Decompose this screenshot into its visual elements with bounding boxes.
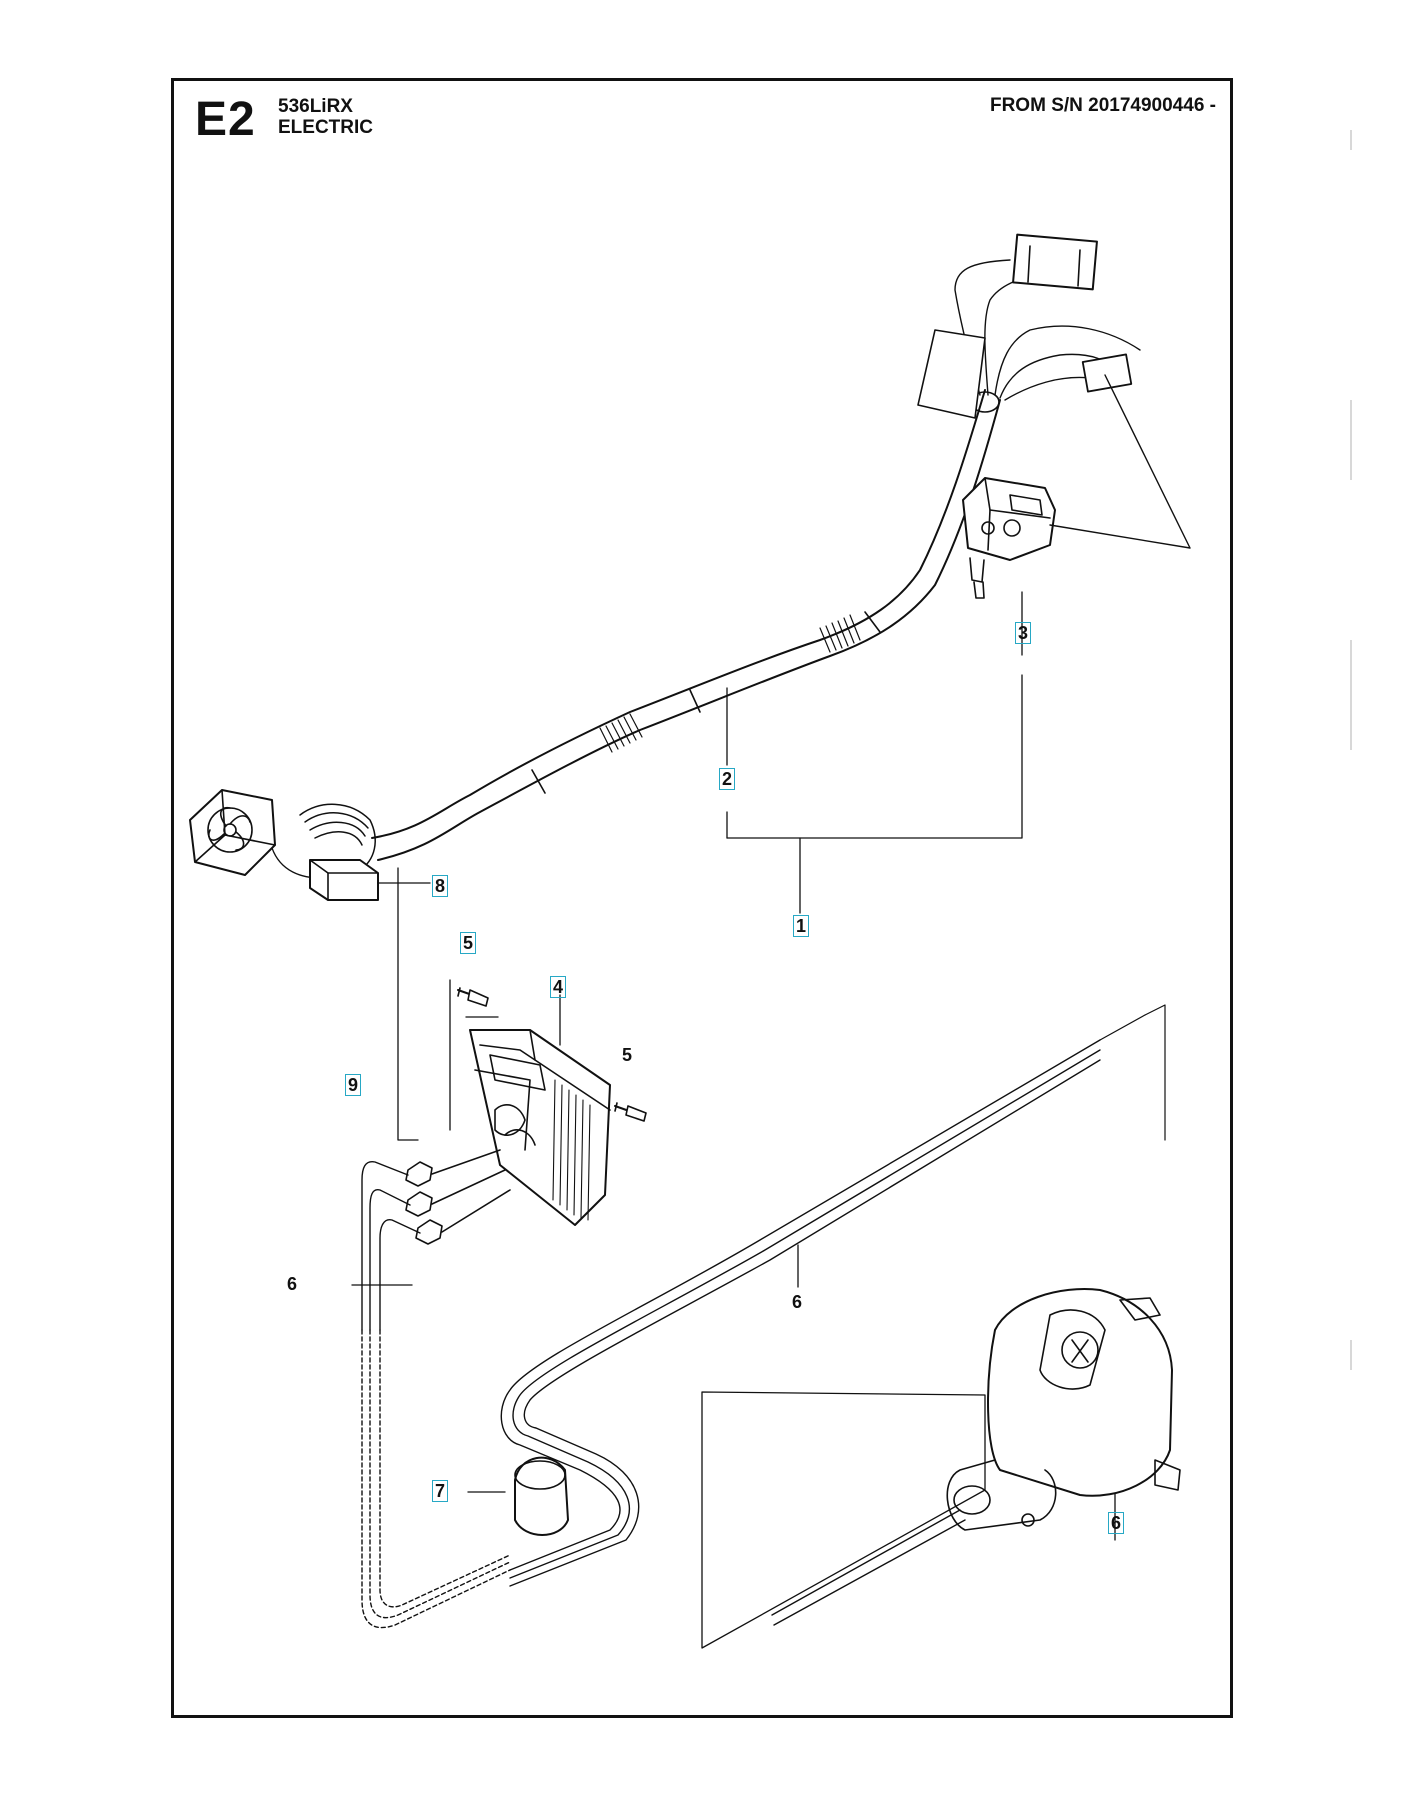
model-name: 536LiRX <box>278 96 353 117</box>
callout-9: 9 <box>345 1074 362 1096</box>
page-edge-mark <box>1350 640 1352 750</box>
callout-4: 4 <box>550 976 567 998</box>
callout-7: 7 <box>432 1480 449 1502</box>
wiring-harness <box>371 233 1141 861</box>
page-edge-mark <box>1350 130 1352 150</box>
switch-connector-leader <box>1049 374 1191 549</box>
ferrite-core <box>514 1456 569 1536</box>
callout-6-motor: 6 <box>1108 1512 1125 1534</box>
callout-2: 2 <box>719 768 736 790</box>
callout-6-center: 6 <box>792 1292 803 1312</box>
control-module <box>469 1029 611 1226</box>
screw-upper <box>457 987 489 1007</box>
callout-5-right: 5 <box>622 1045 633 1065</box>
group-name: ELECTRIC <box>278 117 373 138</box>
trigger-switch <box>962 477 1056 599</box>
page-edge-mark <box>1350 1340 1352 1370</box>
diagram-frame <box>171 78 1233 1718</box>
callout-3: 3 <box>1015 622 1032 644</box>
tape-wrap-lower <box>599 713 643 753</box>
section-code: E2 <box>195 93 256 146</box>
callout-5-upper: 5 <box>460 932 477 954</box>
ground-wires-left <box>361 1161 511 1629</box>
motor-cable <box>500 1004 1166 1587</box>
tape-wrap-upper <box>819 614 861 653</box>
callout-6-left: 6 <box>287 1274 298 1294</box>
terminal-connectors <box>405 1149 511 1245</box>
callout-8: 8 <box>432 875 449 897</box>
cooling-fan <box>189 789 331 879</box>
motor-housing <box>771 1288 1181 1626</box>
callout-1: 1 <box>793 915 810 937</box>
harness-fan-end <box>299 803 379 901</box>
serial-range: FROM S/N 20174900446 - <box>989 95 1216 116</box>
model-title: 536LiRX ELECTRIC <box>278 96 373 138</box>
page-edge-mark <box>1350 400 1352 480</box>
screw-right <box>614 1102 647 1122</box>
